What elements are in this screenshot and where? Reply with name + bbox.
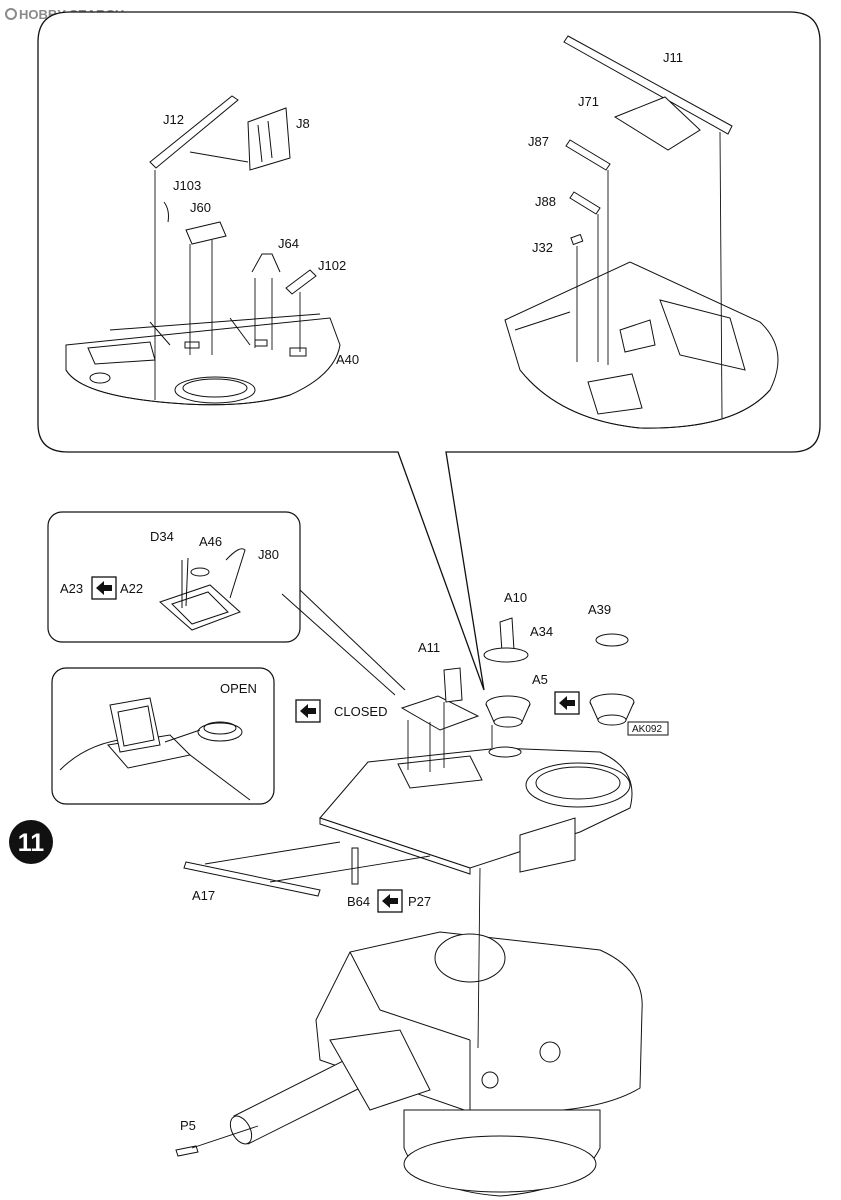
part-b64-pin <box>351 847 359 885</box>
swap-arrow-a39 <box>554 691 580 715</box>
label-a22: A22 <box>120 581 143 596</box>
gun-barrel <box>229 1029 431 1145</box>
label-j102: J102 <box>318 258 346 273</box>
step-number: 11 <box>18 829 45 857</box>
label-a39: A39 <box>588 602 611 617</box>
turret-roof-left <box>65 313 341 406</box>
hatch-panel-leader-1 <box>299 589 406 691</box>
label-j64: J64 <box>278 236 299 251</box>
label-a5: A5 <box>532 672 548 687</box>
main-labels: A11 A10 A34 A5 A39 A17 B64 P27 P5 <box>180 590 611 1133</box>
turret-roof-right <box>504 261 779 429</box>
label-j32: J32 <box>532 240 553 255</box>
upper-detail-panel <box>37 11 821 691</box>
part-a17-bar <box>183 861 321 897</box>
label-b64: B64 <box>347 894 370 909</box>
label-p27: P27 <box>408 894 431 909</box>
upper-labels-left: J12 J8 J103 J60 J64 J102 A40 <box>163 112 359 367</box>
part-j87 <box>565 139 611 171</box>
part-j60 <box>163 201 227 245</box>
hatch-drawing <box>159 548 246 631</box>
part-j88 <box>569 191 601 215</box>
label-j71: J71 <box>578 94 599 109</box>
label-d34: D34 <box>150 529 174 544</box>
label-p5: P5 <box>180 1118 196 1133</box>
label-j88: J88 <box>535 194 556 209</box>
label-ak092: AK092 <box>632 724 662 735</box>
assembly-lines-left <box>154 151 301 400</box>
hatch-labels: D34 A46 J80 A23 A22 <box>60 529 279 596</box>
step-number-badge: 11 <box>9 820 53 864</box>
label-a11: A11 <box>418 640 440 655</box>
ak092-badge: AK092 <box>627 721 669 736</box>
part-j71 <box>613 96 701 151</box>
label-a40: A40 <box>336 352 359 367</box>
closed-label: CLOSED <box>334 704 387 719</box>
open-title: OPEN <box>220 681 257 696</box>
hatch-detail-panel <box>47 511 301 643</box>
label-a10: A10 <box>504 590 527 605</box>
part-j11 <box>563 35 733 135</box>
label-j103: J103 <box>173 178 201 193</box>
label-j8: J8 <box>296 116 310 131</box>
part-j8 <box>247 107 291 171</box>
part-a10-a34 <box>483 617 529 663</box>
label-j87: J87 <box>528 134 549 149</box>
label-a17: A17 <box>192 888 215 903</box>
turret-roof-main <box>319 746 633 875</box>
part-p5-tag <box>175 1145 199 1157</box>
part-j12 <box>149 95 239 169</box>
label-a34: A34 <box>530 624 553 639</box>
part-a5-periscope <box>485 695 531 728</box>
part-a39-periscope <box>589 633 635 726</box>
label-j60: J60 <box>190 200 211 215</box>
label-j12: J12 <box>163 112 184 127</box>
swap-arrow-b64-p27 <box>377 889 403 913</box>
label-j80: J80 <box>258 547 279 562</box>
open-hatch-drawing <box>59 697 251 801</box>
hatch-panel-leader-2 <box>281 593 396 696</box>
assembly-lines-main <box>191 702 493 1149</box>
label-a23: A23 <box>60 581 83 596</box>
part-a11-hatch <box>400 667 480 731</box>
upper-labels-right: J11 J71 J87 J88 J32 <box>528 50 683 255</box>
part-j64 <box>251 253 281 273</box>
assembly-lines-right <box>576 131 723 419</box>
label-a46: A46 <box>199 534 222 549</box>
closed-swap-icon <box>295 699 321 723</box>
part-j32 <box>570 233 584 246</box>
part-j102 <box>285 269 317 295</box>
label-j11: J11 <box>663 50 683 65</box>
swap-arrow-a23-a22 <box>91 576 117 600</box>
